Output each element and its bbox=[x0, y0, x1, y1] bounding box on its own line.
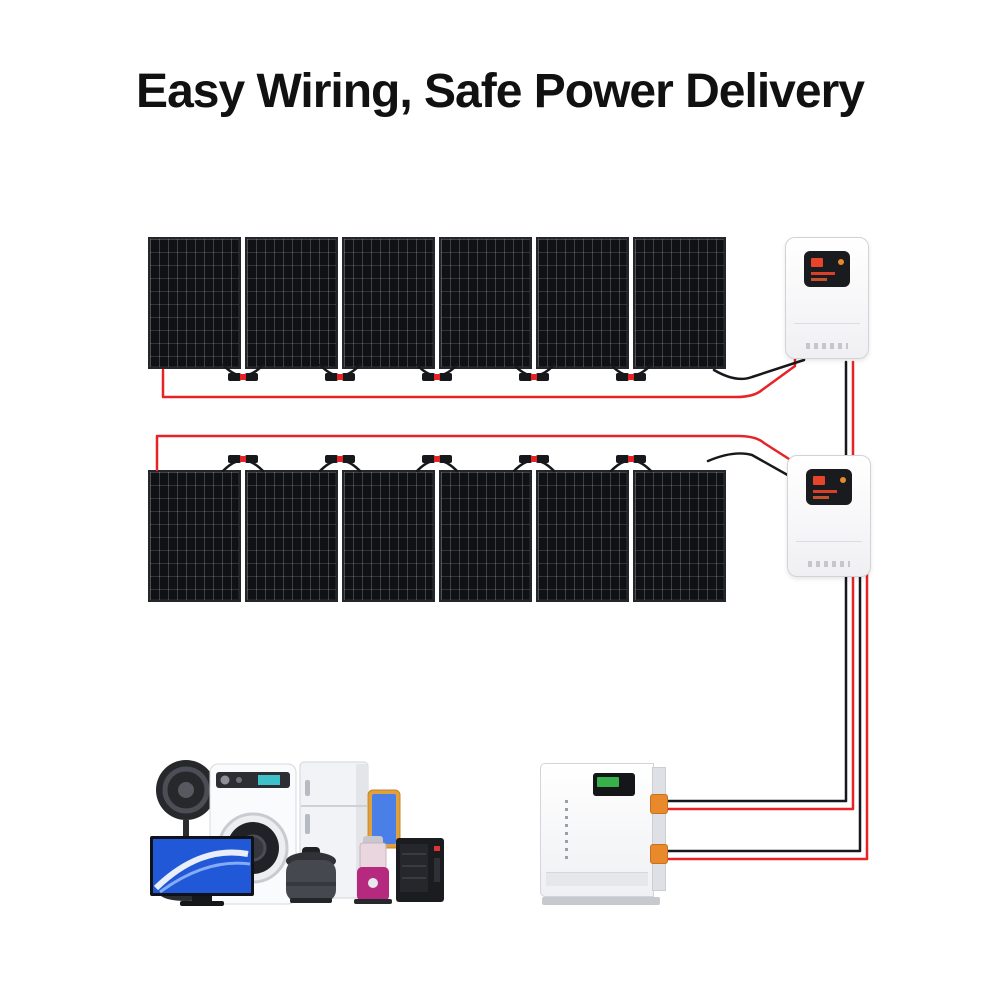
mc4-connector bbox=[512, 455, 556, 473]
inverter-ports bbox=[808, 561, 850, 567]
battery-wire-black-inverter2 bbox=[658, 570, 862, 853]
battery-display bbox=[593, 773, 635, 796]
inverter-display bbox=[804, 251, 850, 287]
display-readout bbox=[813, 490, 837, 499]
inverter-seam bbox=[794, 323, 860, 324]
television-icon bbox=[150, 836, 254, 906]
mc4-connector bbox=[221, 455, 265, 473]
solar-panel bbox=[342, 237, 435, 369]
status-led-icon bbox=[811, 258, 823, 267]
wall-mounted-battery bbox=[540, 763, 668, 905]
status-led-icon bbox=[813, 476, 825, 485]
hybrid-inverter-top bbox=[785, 237, 869, 359]
indicator-dot-icon bbox=[838, 259, 844, 265]
mc4-connector bbox=[609, 455, 653, 473]
solar-panel bbox=[633, 237, 726, 369]
inverter-ports bbox=[806, 343, 848, 349]
tablet-icon bbox=[367, 789, 401, 849]
microwave-oven-icon bbox=[396, 838, 444, 902]
indicator-dot-icon bbox=[840, 477, 846, 483]
pv1-wire-black bbox=[712, 353, 806, 381]
pv2-wire-red bbox=[155, 434, 802, 472]
solar-panel bbox=[439, 237, 532, 369]
inverter-display bbox=[806, 469, 852, 505]
solar-panel-array-top bbox=[148, 237, 726, 369]
inverter-seam bbox=[796, 541, 862, 542]
battery-side bbox=[650, 767, 668, 891]
appliances-group bbox=[150, 760, 444, 906]
solar-panel-array-bottom bbox=[148, 470, 726, 602]
battery-led-column bbox=[565, 800, 568, 862]
solar-panel bbox=[148, 237, 241, 369]
solar-panel bbox=[342, 470, 435, 602]
solar-panel bbox=[245, 470, 338, 602]
solar-panel bbox=[536, 237, 629, 369]
solar-panel bbox=[633, 470, 726, 602]
blender-icon bbox=[354, 836, 392, 904]
mc4-connector bbox=[318, 455, 362, 473]
battery-label-band bbox=[546, 872, 648, 886]
battery-terminal-top bbox=[650, 794, 668, 814]
display-readout bbox=[811, 272, 835, 281]
solar-panel bbox=[439, 470, 532, 602]
battery-front bbox=[540, 763, 654, 897]
battery-terminal-bottom bbox=[650, 844, 668, 864]
battery-base bbox=[542, 897, 660, 905]
solar-panel bbox=[148, 470, 241, 602]
battery-wire-red-inverter2 bbox=[658, 570, 869, 861]
page-title: Easy Wiring, Safe Power Delivery bbox=[136, 65, 865, 118]
mc4-connector bbox=[415, 455, 459, 473]
rice-cooker-icon bbox=[286, 847, 336, 903]
solar-panel bbox=[245, 237, 338, 369]
solar-panel bbox=[536, 470, 629, 602]
hybrid-inverter-bottom bbox=[787, 455, 871, 577]
